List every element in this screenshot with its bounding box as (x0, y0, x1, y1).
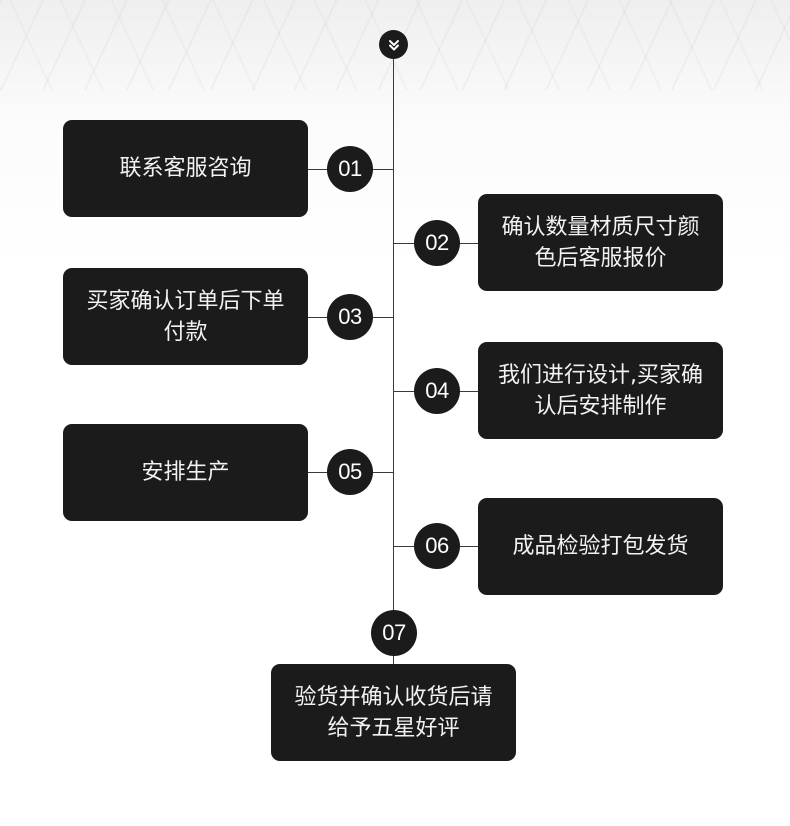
step-number-06: 06 (414, 523, 460, 569)
step-box-05: 安排生产 (63, 424, 308, 521)
step-box-01: 联系客服咨询 (63, 120, 308, 217)
top-marker (379, 30, 408, 59)
step-box-03: 买家确认订单后下单付款 (63, 268, 308, 365)
step-text-05: 安排生产 (141, 460, 230, 485)
step-box-07: 验货并确认收货后请给予五星好评 (271, 664, 516, 761)
step-text-02: 确认数量材质尺寸颜色后客服报价 (501, 214, 700, 271)
step-text-03: 买家确认订单后下单付款 (86, 288, 285, 345)
step-number-01: 01 (327, 146, 373, 192)
step-box-02: 确认数量材质尺寸颜色后客服报价 (478, 194, 723, 291)
step-number-03: 03 (327, 294, 373, 340)
step-number-07: 07 (371, 610, 417, 656)
step-number-04: 04 (414, 368, 460, 414)
step-box-06: 成品检验打包发货 (478, 498, 723, 595)
step-text-06: 成品检验打包发货 (512, 534, 689, 559)
step-number-05: 05 (327, 449, 373, 495)
step-number-02: 02 (414, 220, 460, 266)
step-text-04: 我们进行设计,买家确认后安排制作 (498, 362, 703, 419)
timeline-line (393, 44, 394, 664)
double-chevron-down-icon (388, 39, 399, 50)
step-box-04: 我们进行设计,买家确认后安排制作 (478, 342, 723, 439)
step-text-01: 联系客服咨询 (119, 156, 252, 181)
step-text-07: 验货并确认收货后请给予五星好评 (294, 684, 493, 741)
